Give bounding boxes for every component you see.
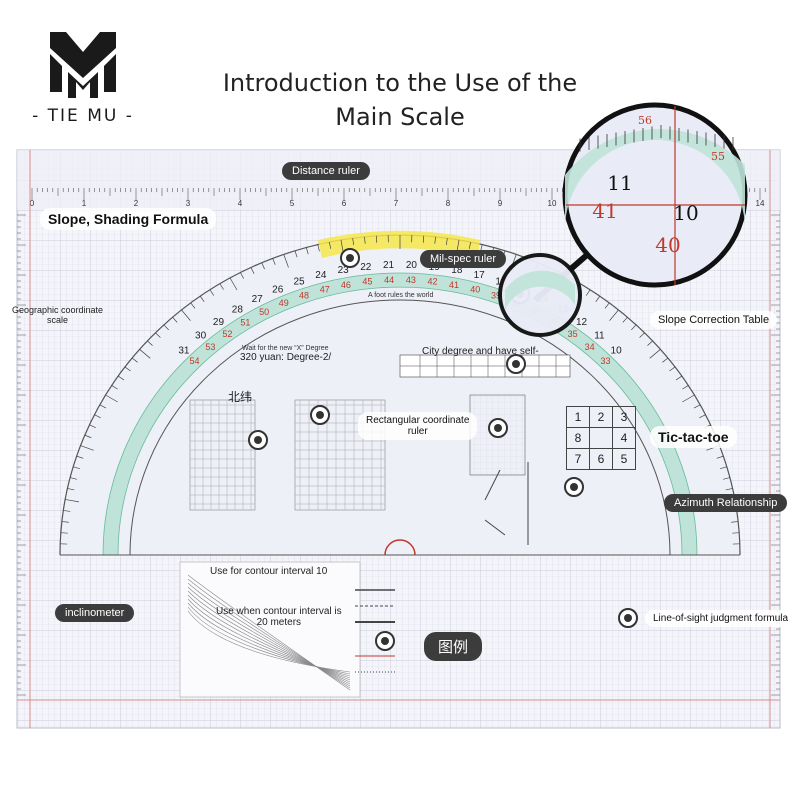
contour10-label: Use for contour interval 10 <box>210 566 327 577</box>
rect-coord-label: Rectangular coordinate ruler <box>358 412 477 440</box>
arc-green-number: 53 <box>205 342 215 352</box>
tiemu-logo <box>48 28 118 100</box>
ttt-cell: 1 <box>567 407 590 428</box>
arc-green-number: 47 <box>320 284 330 294</box>
slope-correction-label: Slope Correction Table <box>650 311 777 329</box>
slope-shading-label: Slope, Shading Formula <box>40 208 216 230</box>
arc-number: 31 <box>178 345 190 356</box>
arc-number: 20 <box>406 260 418 271</box>
title-line-1: Introduction to the Use of the <box>200 66 600 100</box>
contour20-line2: 20 meters <box>216 617 342 628</box>
line-of-sight-label: Line-of-sight judgment formula <box>645 610 796 627</box>
zoom-number: 55 <box>711 150 725 163</box>
arc-green-number: 45 <box>362 277 372 287</box>
arc-number: 27 <box>252 294 264 305</box>
arc-green-number: 34 <box>585 342 595 352</box>
arc-green-number: 52 <box>222 329 232 339</box>
ttt-cell: 7 <box>567 449 590 470</box>
arc-number: 17 <box>474 270 486 281</box>
ruler-number: 3 <box>186 199 191 208</box>
milspec-ruler-label: Mil-spec ruler <box>420 250 506 268</box>
arc-number: 25 <box>293 276 305 287</box>
ttt-cell: 5 <box>613 449 636 470</box>
rect-coord-line1: Rectangular coordinate <box>366 415 469 426</box>
geo-coord-line1: Geographic coordinate <box>12 305 103 315</box>
tictactoe-label: Tic-tac-toe <box>650 426 737 448</box>
arc-number: 28 <box>232 305 244 316</box>
arc-green-number: 54 <box>190 356 200 366</box>
zoom-number: 11 <box>607 171 632 195</box>
page-title: Introduction to the Use of the Main Scal… <box>200 66 600 134</box>
arc-green-number: 42 <box>428 277 438 287</box>
arc-number: 30 <box>195 331 207 342</box>
arc-green-number: 51 <box>240 317 250 327</box>
ruler-number: 6 <box>342 199 347 208</box>
ruler-number: 1 <box>82 199 87 208</box>
ruler-number: 14 <box>756 199 765 208</box>
ruler-number: 0 <box>30 199 35 208</box>
zoom-number: 40 <box>655 233 680 257</box>
ttt-cell: 8 <box>567 428 590 449</box>
rect-coord-line2: ruler <box>366 426 469 437</box>
legend-label: 图例 <box>424 632 482 661</box>
arc-green-number: 46 <box>341 280 351 290</box>
arc-number: 12 <box>576 317 588 328</box>
ruler-number: 7 <box>394 199 399 208</box>
north-label: 北纬 <box>228 388 252 405</box>
contour-panel <box>180 562 360 697</box>
arc-green-number: 43 <box>406 275 416 285</box>
arc-green-number: 41 <box>449 280 459 290</box>
ruler-number: 2 <box>134 199 139 208</box>
arc-number: 10 <box>611 345 623 356</box>
ruler-number: 10 <box>548 199 557 208</box>
ttt-cell: 6 <box>590 449 613 470</box>
arc-number: 26 <box>272 284 284 295</box>
geo-coord-line2: scale <box>12 315 103 325</box>
brand-block: - TIE MU - <box>18 28 148 100</box>
ttt-cell: 4 <box>613 428 636 449</box>
title-line-2: Main Scale <box>200 100 600 134</box>
ttt-cell: 2 <box>590 407 613 428</box>
ruler-number: 4 <box>238 199 243 208</box>
arc-green-number: 44 <box>384 275 394 285</box>
zoom-number: 56 <box>638 114 652 127</box>
arc-green-number: 50 <box>259 307 269 317</box>
contour20-line1: Use when contour interval is <box>216 606 342 617</box>
wait-new-text: Wait for the new “X” Degree <box>242 345 329 352</box>
arc-number: 22 <box>360 262 372 273</box>
foot-rules-text: A foot rules the world <box>368 292 433 299</box>
contour20-label: Use when contour interval is 20 meters <box>216 606 342 628</box>
arc-number: 11 <box>594 331 605 342</box>
city-degree-text: City degree and have self- <box>422 346 539 357</box>
distance-ruler-label: Distance ruler <box>282 162 370 180</box>
yuan-degree-text: 320 yuan: Degree-2/ <box>240 352 331 363</box>
geo-coord-label: Geographic coordinate scale <box>12 305 103 325</box>
ruler-number: 9 <box>498 199 503 208</box>
arc-number: 29 <box>213 317 225 328</box>
ruler-number: 5 <box>290 199 295 208</box>
inclinometer-label: inclinometer <box>55 604 134 622</box>
zoom-number: 41 <box>592 199 617 223</box>
ruler-number: 8 <box>446 199 451 208</box>
arc-green-number: 33 <box>600 356 610 366</box>
ttt-cell <box>590 428 613 449</box>
arc-green-number: 40 <box>470 284 480 294</box>
brand-name: - TIE MU - <box>18 106 148 126</box>
ttt-cell: 3 <box>613 407 636 428</box>
arc-green-number: 48 <box>299 291 309 301</box>
arc-number: 21 <box>383 260 395 271</box>
zoom-number: 10 <box>673 201 698 225</box>
azimuth-label: Azimuth Relationship <box>664 494 787 512</box>
arc-green-number: 35 <box>568 329 578 339</box>
arc-number: 24 <box>315 270 327 281</box>
arc-green-number: 49 <box>279 298 289 308</box>
